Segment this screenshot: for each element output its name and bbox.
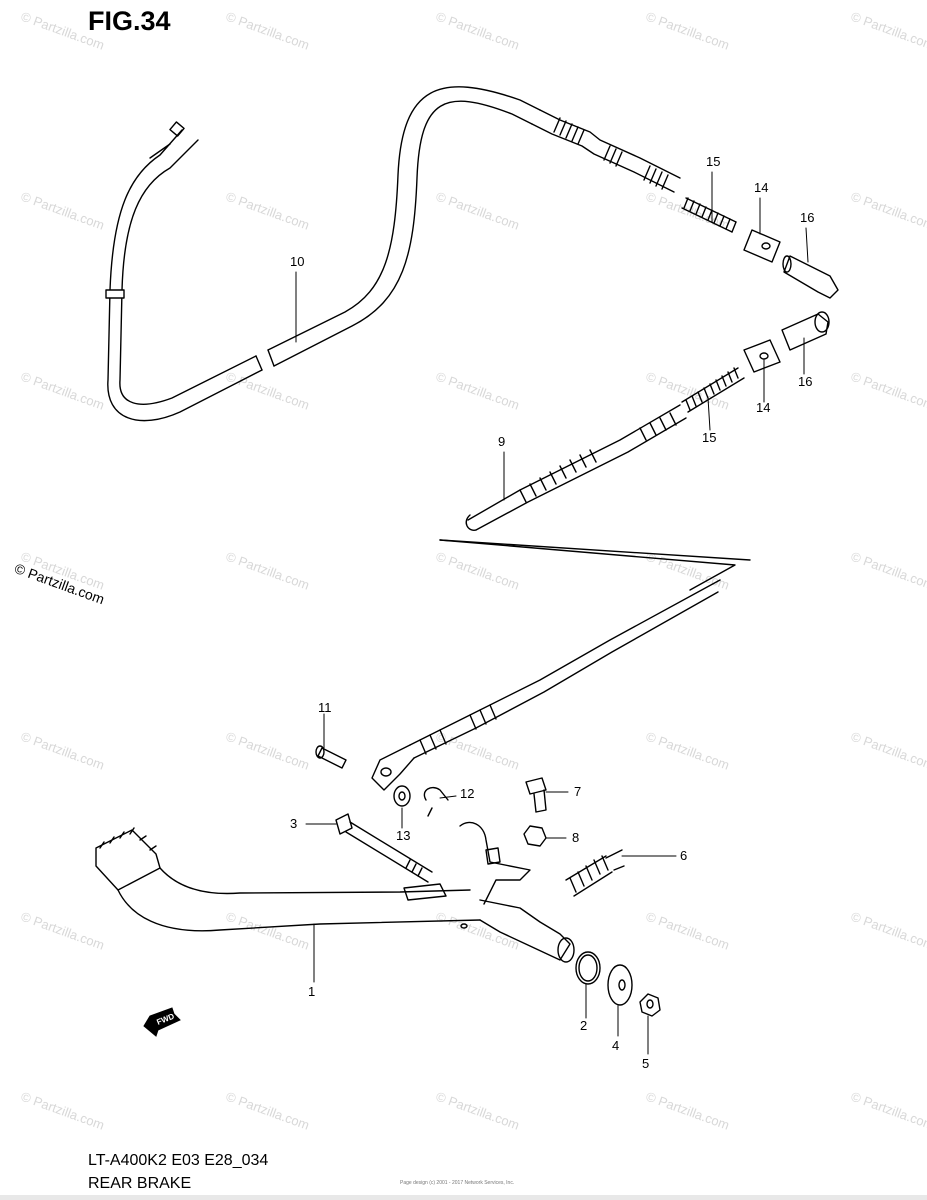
callout-8: 8: [572, 830, 579, 845]
callout-16a: 16: [800, 210, 814, 225]
watermark: © Partzilla.com: [434, 729, 521, 773]
callout-10: 10: [290, 254, 304, 269]
watermark: © Partzilla.com: [224, 9, 311, 53]
collar-14-upper: [743, 229, 781, 263]
cotter-pin-12: [423, 786, 449, 817]
callout-4: 4: [612, 1038, 619, 1053]
watermark: © Partzilla.com: [849, 909, 927, 953]
callout-12: 12: [460, 786, 474, 801]
leader-lines: [295, 171, 809, 1055]
nut-8: [523, 825, 547, 847]
bolt-7: [525, 777, 547, 813]
model-code: LT-A400K2 E03 E28_034: [88, 1152, 269, 1169]
callout-7: 7: [574, 784, 581, 799]
fwd-arrow-icon: FWD: [143, 1007, 181, 1037]
watermark: © Partzilla.com: [644, 369, 731, 413]
watermark: © Partzilla.com: [644, 1089, 731, 1133]
watermark: © Partzilla.com: [644, 9, 731, 53]
figure-title: FIG.34: [88, 6, 171, 36]
watermark: © Partzilla.com: [19, 729, 106, 773]
pin-16-upper: [782, 255, 839, 299]
callout-3: 3: [290, 816, 297, 831]
callout-14b: 14: [756, 400, 770, 415]
watermark: © Partzilla.com: [434, 369, 521, 413]
watermark: © Partzilla.com: [224, 189, 311, 233]
o-ring-2: [575, 951, 601, 985]
callout-1: 1: [308, 984, 315, 999]
callout-11: 11: [318, 700, 332, 715]
callout-13: 13: [396, 828, 410, 843]
callout-14a: 14: [754, 180, 768, 195]
footer-small-print: Page design (c) 2001 - 2017 Network Serv…: [400, 1180, 515, 1186]
watermark: © Partzilla.com: [644, 729, 731, 773]
watermark: © Partzilla.com: [849, 1089, 927, 1133]
bottom-bar: [0, 1195, 927, 1200]
callout-2: 2: [580, 1018, 587, 1033]
watermark: © Partzilla.com: [224, 909, 311, 953]
watermark: © Partzilla.com: [434, 189, 521, 233]
collar-14-lower: [743, 339, 781, 373]
watermark: © Partzilla.com: [434, 9, 521, 53]
cable-9: [371, 404, 751, 791]
spring-15-lower: [681, 367, 745, 413]
watermark: © Partzilla.com: [224, 1089, 311, 1133]
pin-11: [315, 745, 347, 769]
watermark: © Partzilla.com: [434, 1089, 521, 1133]
callout-6: 6: [680, 848, 687, 863]
watermark: © Partzilla.com: [434, 549, 521, 593]
callout-5: 5: [642, 1056, 649, 1071]
watermark: © Partzilla.com: [849, 369, 927, 413]
callout-16b: 16: [798, 374, 812, 389]
watermark: © Partzilla.com: [434, 909, 521, 953]
washer-13: [393, 785, 411, 807]
watermark: © Partzilla.com: [19, 369, 106, 413]
watermark: © Partzilla.com: [19, 909, 106, 953]
pin-16-lower: [781, 311, 830, 351]
spring-6: [565, 849, 625, 897]
watermark: © Partzilla.com: [19, 1089, 106, 1133]
watermark: © Partzilla.com: [849, 729, 927, 773]
bolt-3: [335, 813, 433, 883]
callout-9: 9: [498, 434, 505, 449]
watermark: © Partzilla.com: [224, 729, 311, 773]
brake-pedal-1: [95, 821, 575, 963]
spring-15-upper: [681, 197, 737, 233]
watermark: © Partzilla.com: [849, 549, 927, 593]
nut-5: [639, 993, 661, 1017]
watermark: © Partzilla.com: [849, 9, 927, 53]
watermark: © Partzilla.com: [224, 549, 311, 593]
watermark-layer: © Partzilla.com © Partzilla.com © Partzill…: [19, 9, 927, 1133]
watermark: © Partzilla.com: [849, 189, 927, 233]
section-name: REAR BRAKE: [88, 1175, 192, 1192]
watermark: © Partzilla.com: [224, 369, 311, 413]
cable-10: [105, 86, 681, 422]
washer-4: [607, 964, 633, 1006]
watermark: © Partzilla.com: [19, 189, 106, 233]
watermark: © Partzilla.com: [644, 909, 731, 953]
callout-15b: 15: [702, 430, 716, 445]
callout-15a: 15: [706, 154, 720, 169]
